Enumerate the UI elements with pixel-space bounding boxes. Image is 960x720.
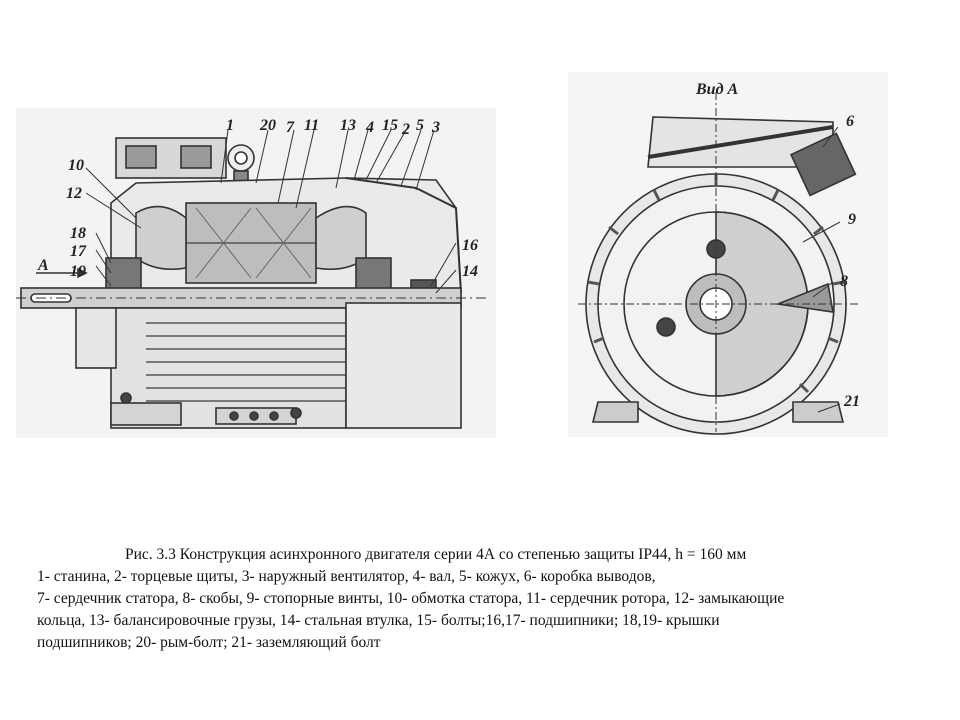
label-2: 2 — [401, 121, 410, 138]
label-14: 14 — [462, 263, 478, 280]
caption-line: подшипников; 20- рым-болт; 21- заземляющ… — [37, 634, 381, 651]
view-a-title: Вид А — [695, 81, 739, 98]
caption-title: Рис. 3.3 Конструкция асинхронного двигат… — [125, 546, 747, 563]
label-18: 18 — [70, 225, 86, 242]
label-7: 7 — [286, 119, 295, 136]
label-19: 19 — [70, 263, 86, 280]
caption-line: 1- станина, 2- торцевые щиты, 3- наружны… — [37, 568, 656, 585]
label-9: 9 — [848, 211, 856, 228]
label-6: 6 — [846, 113, 854, 130]
caption-line: кольца, 13- балансировочные грузы, 14- с… — [37, 612, 720, 629]
label-3: 3 — [431, 119, 440, 136]
label-21: 21 — [843, 393, 860, 410]
label-20: 20 — [259, 117, 276, 134]
label-5: 5 — [416, 117, 424, 134]
label-17: 17 — [70, 243, 87, 260]
label-13: 13 — [340, 117, 356, 134]
label-10: 10 — [68, 157, 84, 174]
label-4: 4 — [365, 119, 374, 136]
label-12: 12 — [66, 185, 82, 202]
label-1: 1 — [226, 117, 234, 134]
label-11: 11 — [304, 117, 319, 134]
motor-section-drawing: 1 20 7 11 13 4 15 2 5 3 10 12 18 17 19 A… — [16, 108, 496, 438]
figure-caption: Рис. 3.3 Конструкция асинхронного двигат… — [37, 544, 947, 654]
caption-line: 7- сердечник статора, 8- скобы, 9- стопо… — [37, 590, 785, 607]
label-15: 15 — [382, 117, 398, 134]
label-8: 8 — [840, 273, 848, 290]
motor-end-view-drawing: Вид А 6 9 8 21 — [568, 72, 888, 437]
label-16: 16 — [462, 237, 478, 254]
label-arrow-a: A — [37, 257, 49, 274]
